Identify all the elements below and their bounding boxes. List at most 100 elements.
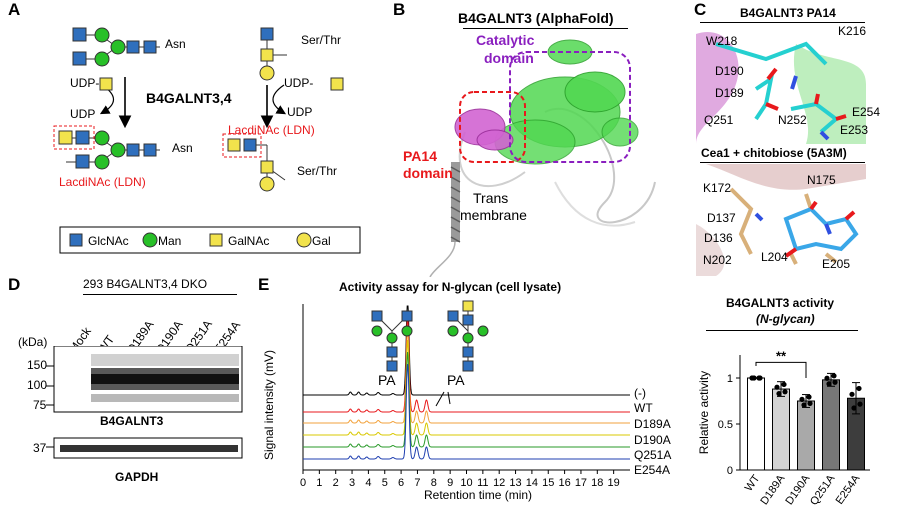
marker-150: 150 xyxy=(27,358,48,372)
c-top-underline xyxy=(700,22,865,23)
bar xyxy=(822,379,840,471)
panel-label-c: C xyxy=(694,0,707,19)
catalytic-label-domain: domain xyxy=(484,50,534,66)
res-d136: D136 xyxy=(704,231,733,245)
x-tick-label: 2 xyxy=(333,477,339,489)
bar-category-label: WT xyxy=(743,473,763,494)
dko-header-line xyxy=(83,294,237,295)
alphafold-title-underline xyxy=(463,28,628,29)
data-point xyxy=(857,401,863,407)
man-legend-circle xyxy=(142,232,158,248)
trans-label: Trans xyxy=(473,190,509,206)
data-point xyxy=(832,379,838,385)
panel-label-d: D xyxy=(8,275,21,294)
panel-label-b: B xyxy=(393,0,406,19)
x-tick-label: 14 xyxy=(526,477,538,489)
transmembrane-helix xyxy=(429,162,461,277)
data-point xyxy=(776,391,782,397)
ldn-label-left: LacdiNAc (LDN) xyxy=(59,175,146,189)
res-q251: Q251 xyxy=(704,113,734,127)
res-e205: E205 xyxy=(822,257,851,271)
bar xyxy=(797,400,815,471)
trace-label: Q251A xyxy=(634,448,672,462)
trace-label: (-) xyxy=(634,386,646,400)
bar xyxy=(747,377,765,471)
legend-man: Man xyxy=(158,234,182,248)
res-e254: E254 xyxy=(852,105,881,119)
x-tick-label: 3 xyxy=(349,477,355,489)
enzyme-label: B4GALNT3,4 xyxy=(146,90,232,106)
res-n252: N252 xyxy=(778,113,807,127)
x-tick-label: 10 xyxy=(460,477,472,489)
c-bottom-title: Cea1 + chitobiose (5A3M) xyxy=(701,146,847,160)
trans-label-membrane: membrane xyxy=(460,207,527,223)
res-d137: D137 xyxy=(707,211,736,225)
gapdh-blot xyxy=(60,445,238,452)
x-tick-label: 11 xyxy=(477,477,488,489)
data-point xyxy=(824,375,830,381)
data-point xyxy=(807,400,813,407)
legend-box xyxy=(59,226,361,254)
gapdh-blot-label: GAPDH xyxy=(115,470,159,484)
catalytic-domain-box xyxy=(509,51,631,163)
cea1-chitobiose-image xyxy=(696,164,866,276)
hplc-glycan-icons xyxy=(371,300,489,372)
bar xyxy=(772,388,790,471)
data-point xyxy=(756,375,762,381)
hplc-xlabel: Retention time (min) xyxy=(424,488,533,502)
x-tick-label: 9 xyxy=(447,477,453,489)
x-tick-label: 12 xyxy=(493,477,505,489)
x-tick-label: 19 xyxy=(608,477,620,489)
udp-sugar-left: UDP- xyxy=(70,76,100,90)
data-point xyxy=(856,385,862,392)
hplc-trace xyxy=(303,339,630,436)
glcnac-legend-square xyxy=(69,233,83,247)
legend-glcnac: GlcNAc xyxy=(88,234,129,248)
bar-ylabel: Relative activity xyxy=(697,371,711,454)
panel-label-a: A xyxy=(8,0,21,19)
pa14-active-site-image xyxy=(696,24,866,144)
udp-sugar-right: UDP- xyxy=(284,76,314,90)
bar-chart-title: B4GALNT3 activity xyxy=(726,296,835,310)
b4galnt3-blot xyxy=(91,354,239,402)
bar-category-label: Q251A xyxy=(808,472,838,506)
bar-ytick-label: 1 xyxy=(727,373,733,385)
o-glycan-ldn-product xyxy=(222,133,286,192)
x-tick-label: 5 xyxy=(382,477,388,489)
data-point xyxy=(831,373,837,379)
data-point xyxy=(806,394,812,400)
ser-thr-label-bottom: Ser/Thr xyxy=(297,164,338,178)
asn-label-bottom: Asn xyxy=(172,141,193,155)
hplc-title: Activity assay for N-glycan (cell lysate… xyxy=(339,280,562,294)
pa14-domain-box xyxy=(459,91,526,163)
marker-75: 75 xyxy=(33,398,47,412)
x-tick-label: 18 xyxy=(591,477,603,489)
o-glycan-substrate xyxy=(259,27,287,81)
res-d190: D190 xyxy=(715,64,744,78)
data-point xyxy=(826,381,832,387)
x-tick-label: 4 xyxy=(365,477,371,489)
pa-label-right: PA xyxy=(447,372,465,388)
trace-label: E254A xyxy=(634,463,671,477)
pa-label-left: PA xyxy=(378,372,396,388)
res-k216: K216 xyxy=(838,24,867,38)
gal-legend-circle xyxy=(296,232,312,248)
c-top-title: B4GALNT3 PA14 xyxy=(740,6,836,20)
data-point xyxy=(851,405,857,411)
significance-bracket xyxy=(755,361,807,378)
bar-category-label: E254A xyxy=(834,472,863,506)
res-k172: K172 xyxy=(703,181,732,195)
marker-100: 100 xyxy=(27,378,48,392)
hplc-trace xyxy=(303,327,630,424)
trace-label: D189A xyxy=(634,417,671,431)
marker-37: 37 xyxy=(33,441,47,455)
x-tick-label: 16 xyxy=(558,477,570,489)
bar-ytick-label: 0.5 xyxy=(718,419,733,431)
x-tick-label: 1 xyxy=(316,477,322,489)
x-tick-label: 0 xyxy=(300,477,306,489)
x-tick-label: 13 xyxy=(509,477,521,489)
n-glycan-substrate xyxy=(72,27,160,67)
x-tick-label: 15 xyxy=(542,477,554,489)
pa14-label-domain: domain xyxy=(403,165,453,181)
